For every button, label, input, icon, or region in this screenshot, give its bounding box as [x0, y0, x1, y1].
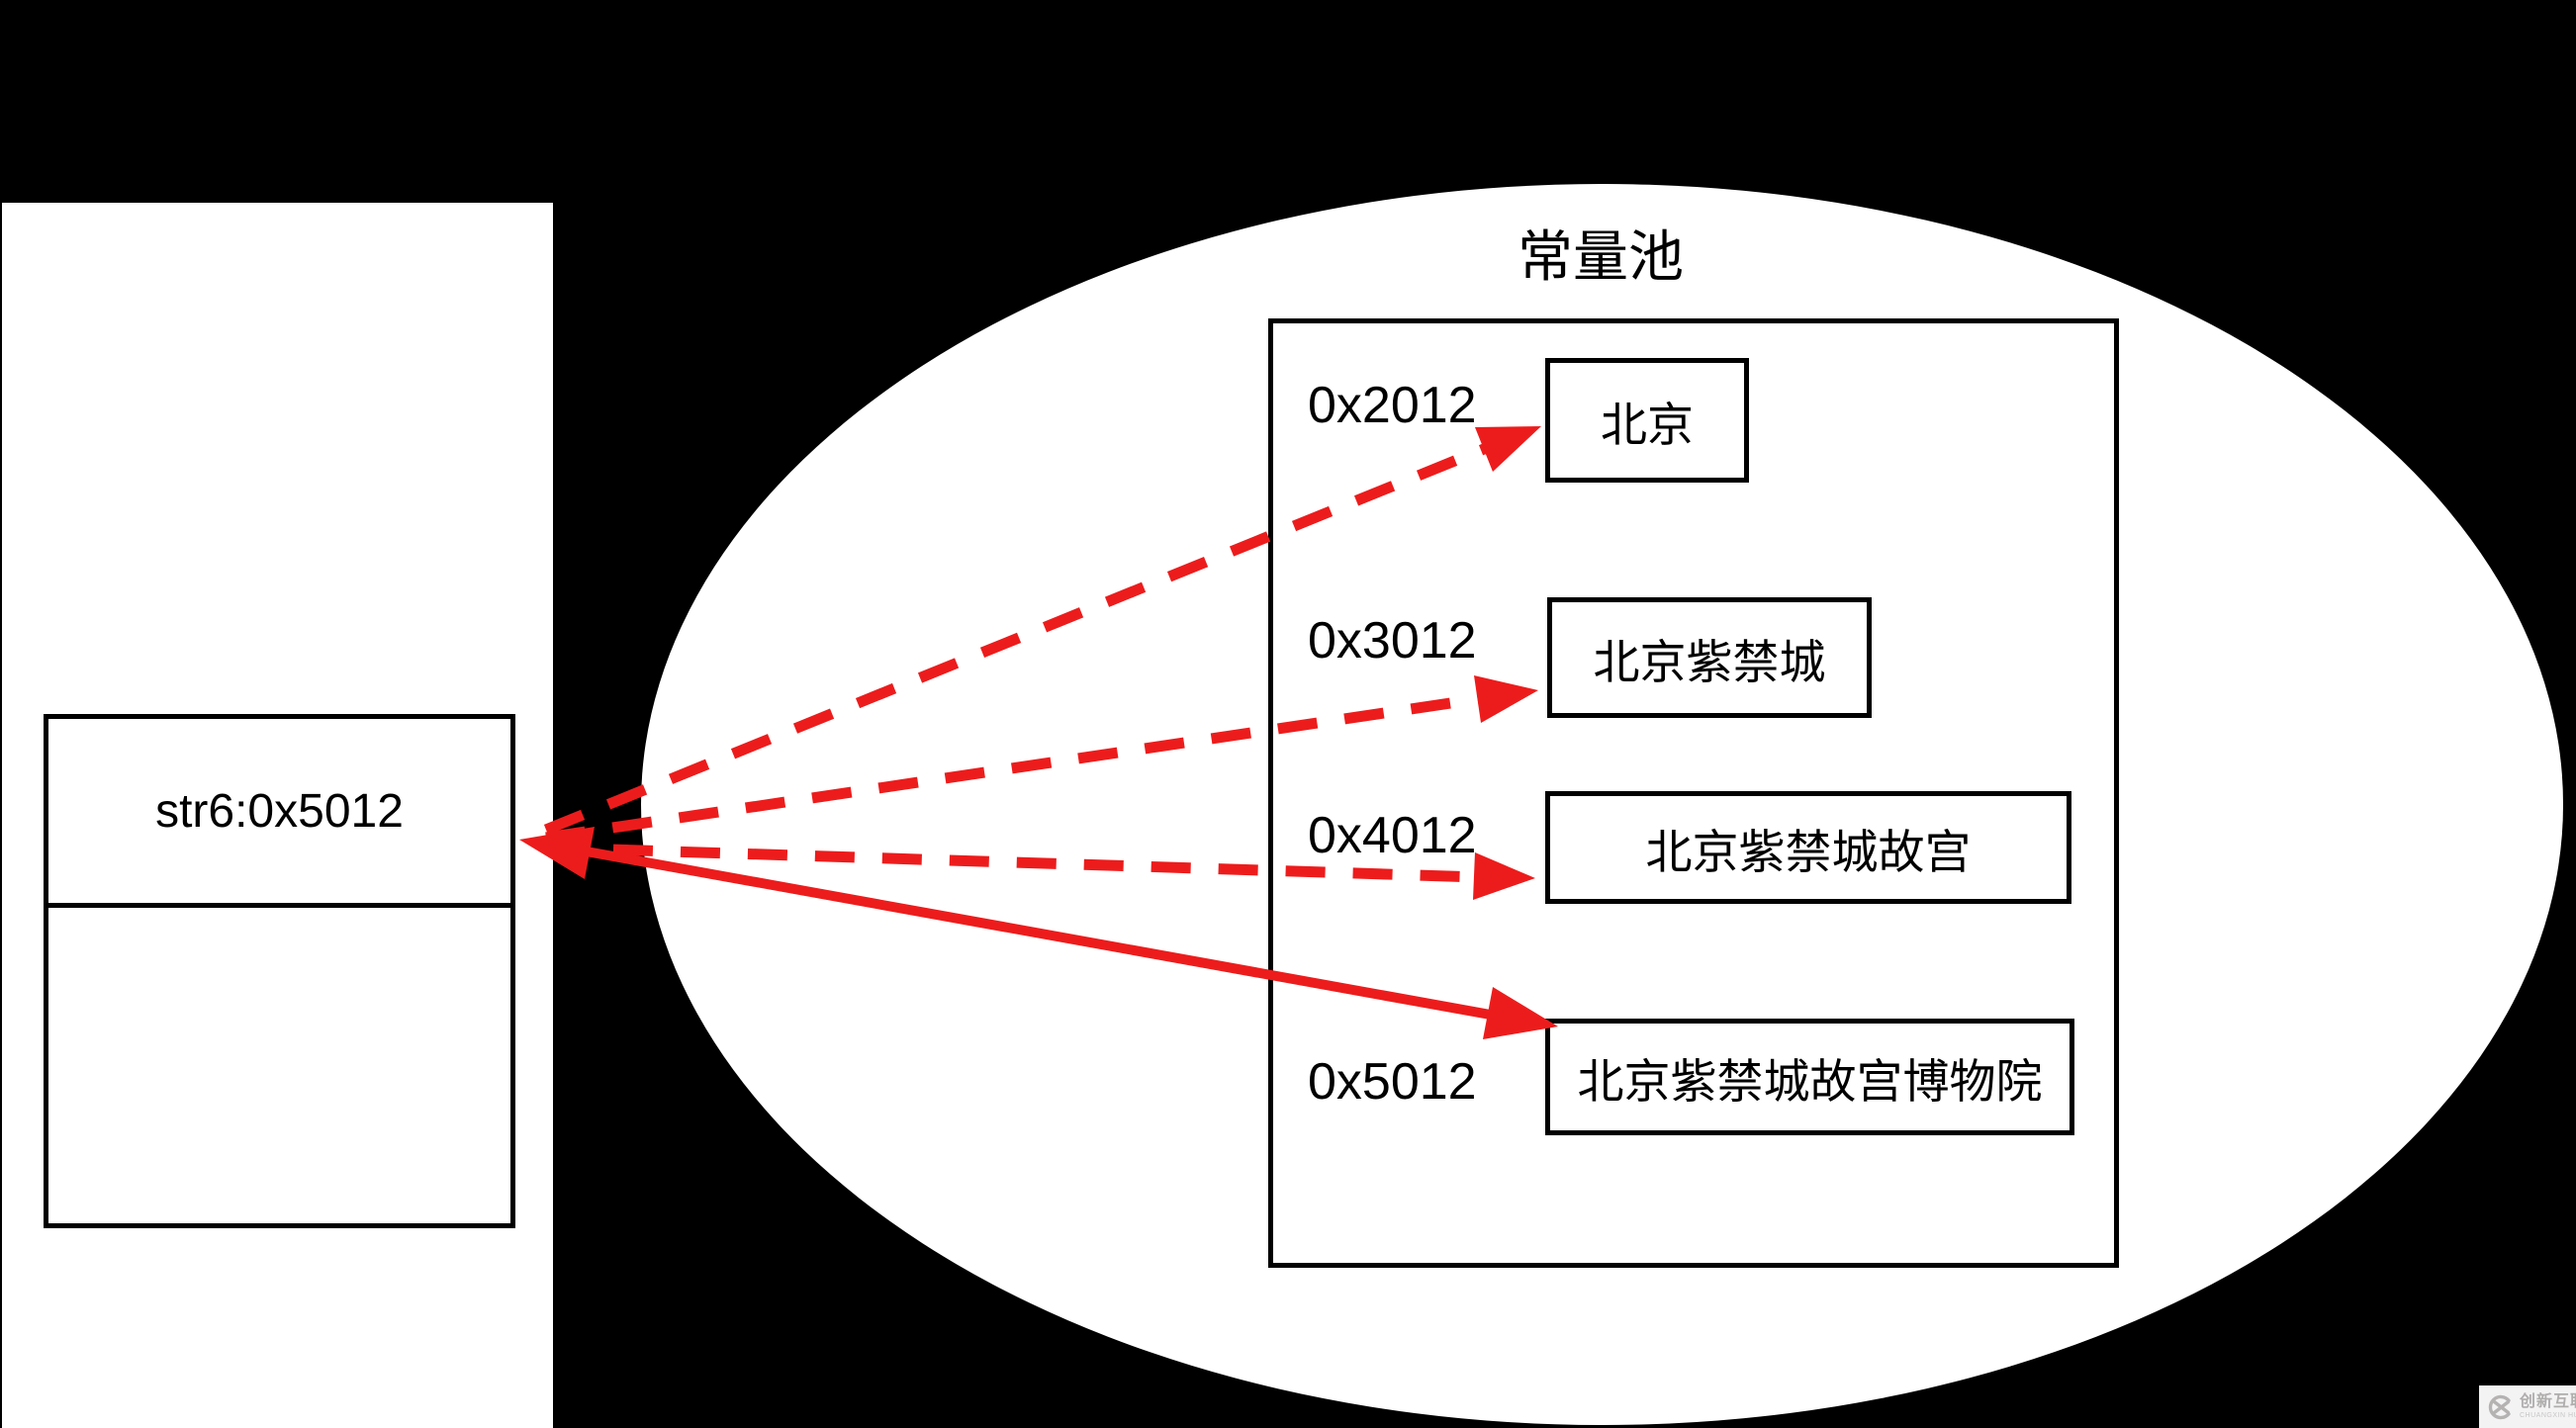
pool-address-label: 0x2012: [1308, 377, 1477, 434]
pool-address-label: 0x3012: [1308, 612, 1477, 669]
variable-box: str6:0x5012: [44, 714, 515, 1228]
constant-pool-title: 常量池: [1518, 225, 1684, 288]
cx-circle-x-icon: [2488, 1394, 2511, 1419]
watermark-text: 创新互联 CHUANGXIN HULIAN: [2520, 1393, 2576, 1420]
pool-value-box: 北京紫禁城故宫博物院: [1545, 1019, 2074, 1135]
pool-address-label: 0x5012: [1308, 1053, 1477, 1111]
pool-address-label: 0x4012: [1308, 807, 1477, 864]
watermark-name: 创新互联: [2520, 1393, 2576, 1410]
pool-value-box: 北京紫禁城: [1547, 597, 1872, 718]
variable-empty-cell: [48, 908, 510, 1228]
pool-value-box: 北京紫禁城故宫: [1545, 791, 2071, 904]
watermark-caption: CHUANGXIN HULIAN: [2520, 1412, 2576, 1419]
variable-label: str6:0x5012: [48, 719, 510, 908]
watermark-badge: 创新互联 CHUANGXIN HULIAN: [2479, 1385, 2576, 1428]
pool-value-box: 北京: [1545, 358, 1749, 483]
